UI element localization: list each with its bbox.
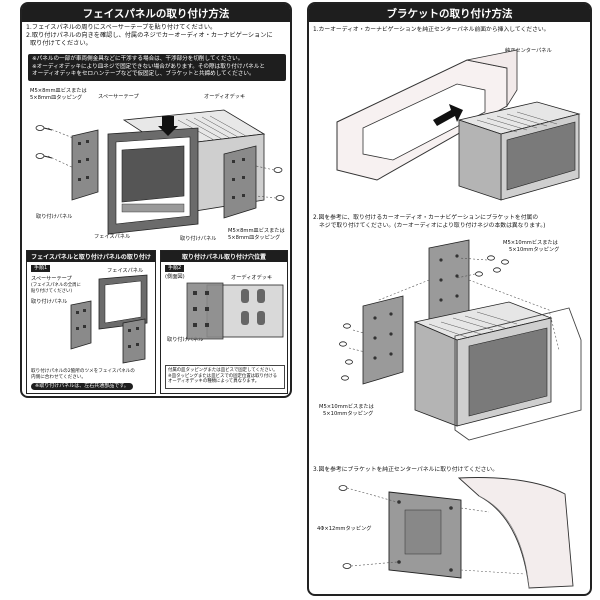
label-screw-lower-2: 5×10mmタッピング bbox=[323, 411, 374, 417]
fixing-note-box: 付属の皿タッピングまたは皿ビスで固定してください。 ※皿タッピングまたは皿ビスで… bbox=[165, 365, 285, 389]
fixing-note-2: ※皿タッピングまたは皿ビスでの固定位置は取り付ける bbox=[168, 373, 278, 379]
label-screw-lower-1: M5×10mmビスまたは bbox=[319, 404, 374, 410]
fixing-note-1: 付属の皿タッピングまたは皿ビスで固定してください。 bbox=[168, 368, 278, 373]
spacer-note-1: (フェイスパネルの全周に bbox=[31, 283, 81, 288]
caution-line-2: ※オーディオデッキにより皿ネジで固定できない場合があります。その際は取り付けパネ… bbox=[32, 63, 265, 70]
panel-assembly-diagram bbox=[70, 274, 148, 364]
side-view-label: (側面図) bbox=[165, 274, 185, 280]
right-mount-plate bbox=[223, 145, 257, 219]
screw-icon bbox=[493, 267, 501, 273]
label-face-panel-sub: フェイスパネル bbox=[107, 268, 144, 274]
label-audio-deck-side: オーディオデッキ bbox=[231, 275, 273, 281]
label-mount-panel-sub: 取り付けパネル bbox=[31, 299, 68, 305]
insert-deck-diagram bbox=[336, 49, 581, 201]
face-panel-title: フェイスパネルの取り付け方法 bbox=[22, 4, 290, 22]
spacer-note-2: 貼り付けてください) bbox=[31, 289, 73, 294]
left-mount-plate bbox=[71, 129, 99, 201]
common-part-warning: ※取り付けパネルは、左右共通部品です。 bbox=[31, 383, 133, 390]
left-bracket bbox=[362, 295, 404, 385]
step-1-text: 1.フェイスパネルの周りにスペーサーテープを貼り付けてください。 bbox=[26, 24, 217, 31]
step-2-text-line2: 取り付けてください。 bbox=[30, 40, 92, 47]
screw-icon bbox=[342, 563, 352, 569]
step-tag-1: 手順1 bbox=[31, 265, 51, 272]
screw-icon bbox=[35, 125, 53, 131]
face-panel-instructions: フェイスパネルの取り付け方法 1.フェイスパネルの周りにスペーサーテープを貼り付… bbox=[20, 2, 292, 398]
hole-position-title: 取り付けパネル取り付け穴位置 bbox=[161, 251, 287, 262]
bracket-step-3: 3.図を参考にブラケットを純正センターパネルに取り付けてください。 bbox=[313, 467, 499, 473]
label-screw-bottom-2: 5×8mm皿タッピング bbox=[228, 235, 281, 241]
arrow-icon bbox=[433, 104, 463, 126]
label-screw-step3: 4Φ×12mmタッピング bbox=[317, 526, 372, 532]
label-face-panel: フェイスパネル bbox=[94, 234, 131, 240]
caution-line-3: オーディオデッキをセロハンテープなどで仮固定し、ブラケットと共締めしてください。 bbox=[32, 71, 255, 77]
screw-icon bbox=[275, 195, 285, 201]
label-mount-panel-left: 取り付けパネル bbox=[36, 214, 73, 220]
face-panel-frame bbox=[107, 127, 199, 235]
bracket-step-1: 1.カーオーディオ・カーナビゲーションを純正センターパネル前面から挿入してくださ… bbox=[313, 27, 550, 33]
assembly-instruction-1: 取り付けパネルの2箇所のツメをフェイスパネルの bbox=[31, 369, 135, 374]
hole-position-diagram bbox=[186, 282, 284, 340]
label-mount-panel-side: 取り付けパネル bbox=[167, 337, 204, 343]
caution-note: ※パネルの一部が車両側金具などに干渉する場合は、干渉部分を切削してください。 ※… bbox=[28, 54, 286, 81]
navi-unit bbox=[457, 101, 581, 201]
bracket-instructions: ブラケットの取り付け方法 1.カーオーディオ・カーナビゲーションを純正センターパ… bbox=[307, 2, 592, 596]
screw-icon bbox=[487, 255, 495, 261]
bracket-step-2-line2: ネジで取り付けてください。(カーオーディオにより取り付けネジの本数は異なります。… bbox=[319, 223, 546, 229]
bracket-plate bbox=[388, 491, 462, 579]
assembly-instruction-2: 内側に合わせてください。 bbox=[31, 375, 86, 380]
screw-icon bbox=[35, 153, 53, 159]
center-panel-outline bbox=[336, 49, 518, 181]
label-screw-bottom-1: M5×8mm皿ビスまたは bbox=[228, 228, 285, 234]
step-tag-2: 手順2 bbox=[165, 265, 185, 272]
screw-icon bbox=[341, 375, 349, 381]
panel-assembly-title: フェイスパネルと取り付けパネルの取り付け bbox=[27, 251, 155, 262]
panel-assembly-box: フェイスパネルと取り付けパネルの取り付け 手順1 スペーサーテープ (フェイスパ… bbox=[26, 250, 156, 394]
step-2-text-line1: 2.取り付けパネルの向きを確認し、付属のネジでカーオーディオ・カーナビゲーション… bbox=[26, 32, 273, 39]
label-screw-upper-2: 5×10mmタッピング bbox=[509, 247, 560, 253]
screw-icon bbox=[345, 359, 353, 365]
label-audio-deck: オーディオデッキ bbox=[204, 94, 246, 100]
hole-position-box: 取り付けパネル取り付け穴位置 手順2 (側面図) オーディオデッキ 取り付けパネ… bbox=[160, 250, 288, 394]
caution-line-1: ※パネルの一部が車両側金具などに干渉する場合は、干渉部分を切削してください。 bbox=[32, 56, 244, 62]
arrow-icon bbox=[158, 116, 178, 136]
fixing-note-3: オーディオデッキの種類によって異なります。 bbox=[168, 379, 260, 385]
bracket-step-2-line1: 2.図を参考に、取り付けるカーオーディオ・カーナビゲーションにブラケットを付属の bbox=[313, 215, 539, 221]
bracket-to-panel-diagram bbox=[338, 477, 574, 589]
face-panel-exploded-diagram bbox=[35, 109, 285, 235]
label-center-panel: 純正センターパネル bbox=[505, 48, 552, 54]
bracket-attach-diagram bbox=[339, 239, 582, 441]
label-spacer-tape-sub: スペーサーテープ bbox=[31, 276, 72, 282]
label-screw-upper-1: M5×10mmビスまたは bbox=[503, 240, 558, 246]
label-mount-panel-right: 取り付けパネル bbox=[180, 236, 217, 242]
bracket-title: ブラケットの取り付け方法 bbox=[309, 4, 590, 22]
label-screw-top-2: 5×8mm皿タッピング bbox=[30, 95, 83, 101]
screw-icon bbox=[501, 259, 509, 265]
screw-icon bbox=[339, 341, 347, 347]
center-panel-section bbox=[457, 477, 574, 589]
screw-icon bbox=[338, 485, 348, 491]
label-screw-top-1: M5×8mm皿ビスまたは bbox=[30, 88, 87, 94]
label-spacer-tape: スペーサーテープ bbox=[98, 94, 139, 100]
navi-unit-with-panel bbox=[413, 301, 582, 441]
screw-icon bbox=[343, 323, 351, 329]
screw-icon bbox=[475, 271, 483, 277]
screw-icon bbox=[273, 167, 283, 173]
